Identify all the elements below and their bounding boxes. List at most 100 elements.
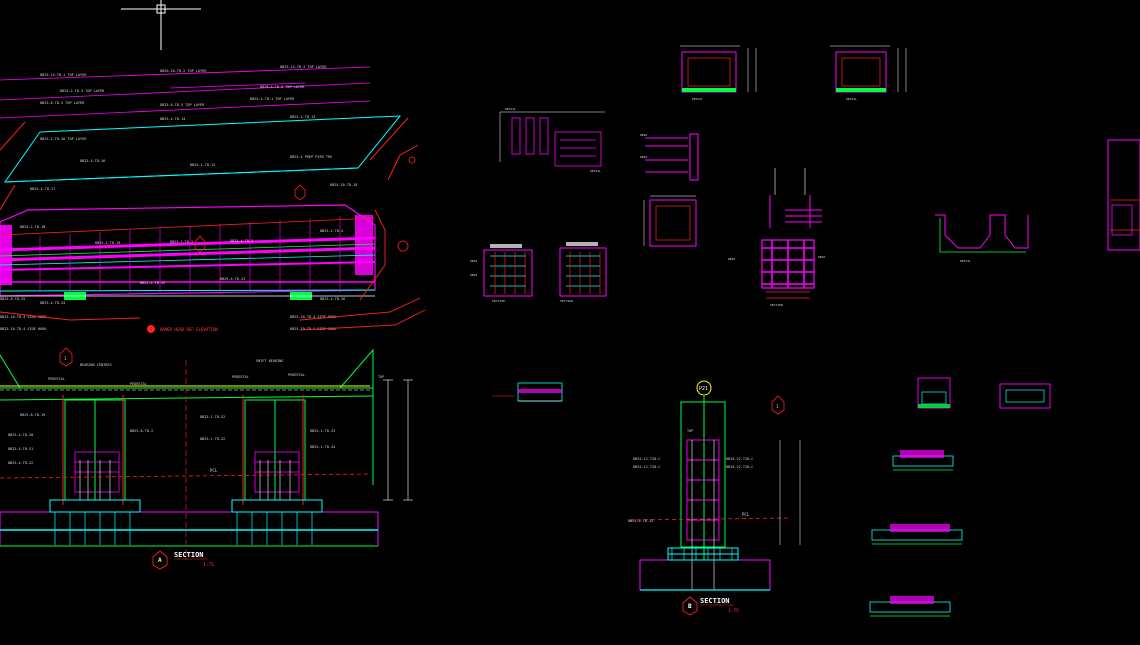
svg-text:PEDESTAL: PEDESTAL bbox=[288, 373, 305, 377]
svg-text:SHIFT BEARING: SHIFT BEARING bbox=[256, 359, 283, 363]
svg-text:B: B bbox=[688, 603, 692, 610]
rebar-detail-box-2[interactable]: SECTION bbox=[559, 242, 607, 303]
svg-text:DB25-2-T8-4: DB25-2-T8-4 bbox=[320, 229, 343, 233]
svg-text:1: 1 bbox=[776, 404, 779, 409]
top-detail-box-1[interactable]: DETAIL bbox=[680, 45, 757, 101]
svg-text:DB25-8-T8-5 TOP LAYER: DB25-8-T8-5 TOP LAYER bbox=[160, 103, 205, 107]
section-b-drawing[interactable]: P21 1 PCL bbox=[628, 380, 801, 616]
rebar-labels: DB25-15-T8-1 TOP LAYER DB20-20-T8-2 TOP … bbox=[40, 65, 327, 107]
svg-text:DB25-4-T8-13: DB25-4-T8-13 bbox=[290, 115, 315, 119]
strip-detail-left[interactable] bbox=[492, 382, 563, 402]
section-a-callout[interactable]: 1 bbox=[59, 347, 73, 367]
corbel-detail[interactable]: DETAIL bbox=[935, 214, 1029, 263]
svg-text:DB25-12-T28-C: DB25-12-T28-C bbox=[633, 457, 660, 461]
top-detail-box-2[interactable]: DETAIL bbox=[830, 45, 907, 101]
svg-text:A: A bbox=[158, 557, 162, 564]
svg-text:DB28-4-T8-5 TOP LAYER: DB28-4-T8-5 TOP LAYER bbox=[260, 85, 305, 89]
pier-head-title: HAMER HEAD REF ELEVATION bbox=[147, 325, 218, 333]
section-b-title-text: SECTION bbox=[700, 597, 730, 605]
svg-text:DB25-1-T8-22: DB25-1-T8-22 bbox=[200, 437, 225, 441]
svg-text:SECTION: SECTION bbox=[560, 299, 573, 303]
top-slab-outline bbox=[4, 115, 402, 183]
svg-text:DB25-4-T8-25: DB25-4-T8-25 bbox=[628, 519, 653, 523]
svg-text:DB16: DB16 bbox=[470, 259, 477, 263]
section-a-top-marker: TOP bbox=[378, 375, 384, 379]
svg-text:DETAIL: DETAIL bbox=[590, 169, 601, 173]
svg-text:PEDESTAL: PEDESTAL bbox=[130, 382, 147, 386]
section-b-callout[interactable]: 1 bbox=[771, 395, 785, 415]
section-a-labels: BEARING CENTRES SHIFT BEARING PEDESTAL P… bbox=[8, 359, 384, 465]
svg-text:DB25-1-T8-22: DB25-1-T8-22 bbox=[200, 415, 225, 419]
svg-text:BEARING CENTRES: BEARING CENTRES bbox=[80, 363, 112, 367]
svg-text:DB25-12-T28-C: DB25-12-T28-C bbox=[633, 465, 660, 469]
svg-text:1: 1 bbox=[64, 356, 67, 361]
section-a-scale: 1:75 bbox=[203, 562, 214, 568]
svg-text:DB25-10-T8-4 SIDE HOOK: DB25-10-T8-4 SIDE HOOK bbox=[0, 315, 47, 319]
svg-text:DB25-4-T8-22: DB25-4-T8-22 bbox=[140, 281, 165, 285]
svg-text:DB25-15-T8-3 TOP LAYER: DB25-15-T8-3 TOP LAYER bbox=[280, 65, 327, 69]
svg-text:DB25-20-T8-18: DB25-20-T8-18 bbox=[330, 183, 357, 187]
strip-detail-right-4[interactable] bbox=[871, 524, 963, 545]
red-column-bars bbox=[62, 395, 304, 505]
svg-text:DB20-20-T8-2 TOP LAYER: DB20-20-T8-2 TOP LAYER bbox=[160, 69, 207, 73]
svg-text:DB16: DB16 bbox=[818, 255, 825, 259]
svg-text:DB25-2-T8-3 TOP LAYER: DB25-2-T8-3 TOP LAYER bbox=[60, 89, 105, 93]
support-rebar bbox=[74, 451, 300, 493]
svg-text:DB25-1-T8-2: DB25-1-T8-2 bbox=[170, 240, 193, 244]
section-a-dimensions bbox=[383, 379, 413, 501]
pier-head-elevation[interactable]: DB25-15-T8-1 TOP LAYER DB20-20-T8-2 TOP … bbox=[0, 65, 426, 333]
svg-text:DB25-4-T8-3: DB25-4-T8-3 bbox=[230, 239, 253, 243]
edge-detail-right[interactable] bbox=[1107, 139, 1140, 251]
svg-text:P21: P21 bbox=[699, 386, 708, 392]
slab-labels: DB25-2-T8-10 TOP LAYER DB25-4-T8-14 DB25… bbox=[30, 115, 357, 191]
svg-text:DB16: DB16 bbox=[640, 155, 647, 159]
section-a-pcl-marker: PCL bbox=[210, 468, 218, 473]
svg-text:DB25-2-T8-18: DB25-2-T8-18 bbox=[20, 225, 45, 229]
section-a-drawing[interactable]: 1 bbox=[0, 347, 413, 570]
svg-text:DB25-4-T8-16: DB25-4-T8-16 bbox=[80, 159, 105, 163]
svg-text:PEDESTAL: PEDESTAL bbox=[232, 375, 249, 379]
section-a-title-text: SECTION bbox=[174, 551, 204, 559]
svg-text:DETAIL: DETAIL bbox=[960, 259, 971, 263]
section-a-outline bbox=[0, 348, 374, 485]
svg-text:DB25-1-T8-24: DB25-1-T8-24 bbox=[310, 445, 335, 449]
svg-text:SECTION: SECTION bbox=[770, 303, 783, 307]
strip-detail-right-1[interactable] bbox=[917, 377, 951, 409]
svg-text:DB25-2-T8-10 TOP LAYER: DB25-2-T8-10 TOP LAYER bbox=[40, 137, 87, 141]
svg-text:DETAIL: DETAIL bbox=[846, 97, 857, 101]
svg-text:DB25-2-T8-1 TOP LAYER: DB25-2-T8-1 TOP LAYER bbox=[250, 97, 295, 101]
svg-text:DB25-4-T8-23: DB25-4-T8-23 bbox=[220, 277, 245, 281]
strip-detail-right-5[interactable] bbox=[869, 596, 951, 617]
section-a-title: A SECTION 1:75 bbox=[152, 550, 214, 570]
svg-text:DB25-1-T8-19: DB25-1-T8-19 bbox=[95, 241, 120, 245]
svg-text:DB25-4-T8-20: DB25-4-T8-20 bbox=[8, 433, 33, 437]
svg-text:DB25-8-T8-25: DB25-8-T8-25 bbox=[0, 297, 25, 301]
svg-text:DB25-1-T8-23: DB25-1-T8-23 bbox=[310, 429, 335, 433]
strip-detail-right-3[interactable] bbox=[892, 450, 954, 471]
svg-text:DB25-15-T8-1 TOP LAYER: DB25-15-T8-1 TOP LAYER bbox=[40, 73, 87, 77]
svg-text:SECTION: SECTION bbox=[492, 299, 505, 303]
svg-text:DB25-4-T8-24: DB25-4-T8-24 bbox=[40, 301, 65, 305]
svg-text:DB16-22-T28-C: DB16-22-T28-C bbox=[726, 457, 753, 461]
svg-text:DB16-22-T28-C: DB16-22-T28-C bbox=[726, 465, 753, 469]
section-b-scale: 1:75 bbox=[728, 608, 739, 614]
svg-text:DB25-10-T8-4 SIDE HOOK: DB25-10-T8-4 SIDE HOOK bbox=[0, 327, 47, 331]
crosshair-cursor-icon bbox=[121, 0, 201, 50]
rebar-detail-group-1[interactable]: DETAIL DETAIL bbox=[499, 107, 605, 173]
section-a-foundation bbox=[0, 499, 379, 547]
rebar-detail-box-3[interactable] bbox=[643, 195, 697, 247]
section-b-pcl-marker: PCL bbox=[742, 512, 750, 517]
end-rebar-bends bbox=[0, 209, 426, 331]
svg-text:DB25-8-T8-5 TOP LAYER: DB25-8-T8-5 TOP LAYER bbox=[40, 101, 85, 105]
section-callout-hex[interactable] bbox=[194, 156, 416, 253]
svg-text:DB25-4 PREP PIER TRS: DB25-4 PREP PIER TRS bbox=[290, 155, 332, 159]
svg-text:DB25-8-T8-19: DB25-8-T8-19 bbox=[20, 413, 45, 417]
section-b-pcl bbox=[629, 517, 791, 521]
pier-tag[interactable]: P21 bbox=[696, 380, 712, 396]
strip-detail-right-2[interactable] bbox=[999, 383, 1051, 409]
